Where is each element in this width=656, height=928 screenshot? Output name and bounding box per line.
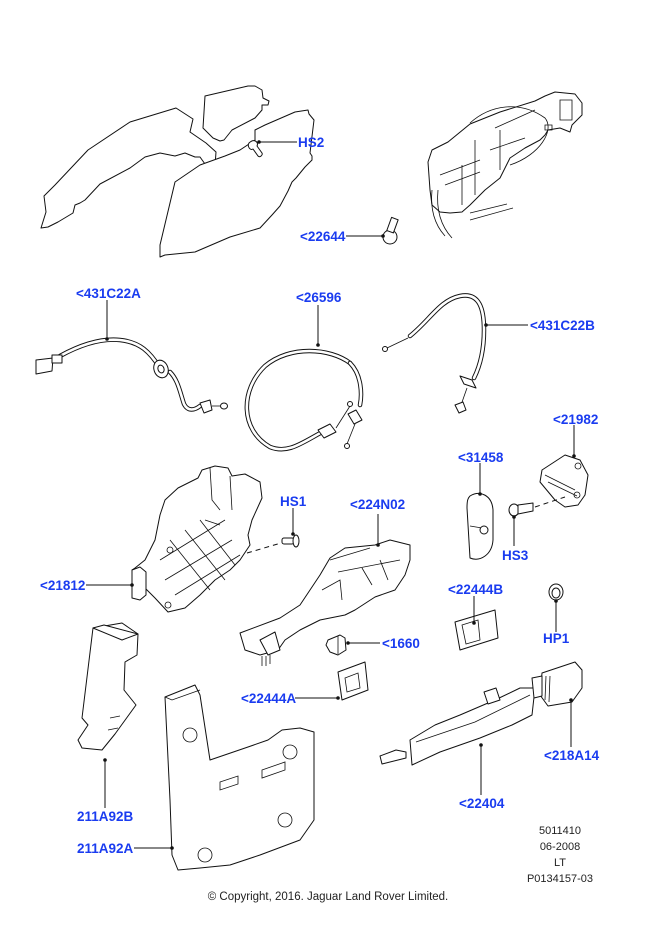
- callout-431c22b[interactable]: <431C22B: [530, 318, 595, 333]
- reference-illustration-number: 5011410: [538, 825, 581, 837]
- clip-hs2: [247, 140, 263, 158]
- callout-1660[interactable]: <1660: [382, 636, 420, 651]
- handle-carrier-224n02: [239, 539, 411, 666]
- callout-21982[interactable]: <21982: [553, 412, 599, 427]
- screw-hs1: [281, 534, 300, 548]
- cable-431c22a: [35, 337, 228, 414]
- callout-hp1[interactable]: HP1: [543, 631, 570, 646]
- bolt-22644: [382, 216, 399, 245]
- striker-21982: [539, 454, 589, 508]
- handle-cap-218a14: [531, 661, 583, 707]
- callout-22644[interactable]: <22644: [300, 229, 346, 244]
- reference-code: LT: [553, 857, 567, 869]
- copyright-notice: © Copyright, 2016. Jaguar Land Rover Lim…: [207, 891, 449, 903]
- callout-211a92b[interactable]: 211A92B: [77, 809, 134, 824]
- callout-224n02[interactable]: <224N02: [350, 497, 406, 512]
- handle-gasket-outline-large: [40, 107, 217, 229]
- latch-assembly-top: [427, 91, 583, 239]
- callout-22444b[interactable]: <22444B: [448, 582, 504, 597]
- callout-26596[interactable]: <26596: [296, 290, 342, 305]
- reference-part-id: P0134157-03: [526, 873, 594, 885]
- cable-26596: [244, 348, 364, 452]
- screw-hs3: [508, 502, 534, 517]
- callout-hs3[interactable]: HS3: [502, 548, 529, 563]
- callout-431c22a[interactable]: <431C22A: [76, 286, 141, 301]
- callout-22444a[interactable]: <22444A: [241, 691, 297, 706]
- plug-hp1: [548, 583, 564, 601]
- callout-218a14[interactable]: <218A14: [544, 748, 600, 763]
- gasket-22444b: [454, 609, 499, 651]
- cylinder-cover-31458: [466, 493, 494, 560]
- handle-gasket-outline-small: [202, 85, 270, 142]
- foam-pad-211a92a: [164, 684, 315, 871]
- reference-date: 06-2008: [539, 841, 581, 853]
- callout-22404[interactable]: <22404: [459, 796, 505, 811]
- exterior-handle-22404: [379, 687, 536, 766]
- callout-21812[interactable]: <21812: [40, 578, 86, 593]
- gasket-22444a: [337, 661, 369, 701]
- cable-431c22b: [382, 293, 487, 414]
- door-latch-21812: [131, 465, 263, 613]
- callout-31458[interactable]: <31458: [458, 450, 504, 465]
- callout-211a92a[interactable]: 211A92A: [77, 841, 134, 856]
- foam-pad-211a92b: [77, 622, 139, 751]
- handle-gasket-outline-lower: [159, 109, 315, 258]
- callout-hs2[interactable]: HS2: [298, 135, 325, 150]
- callout-hs1[interactable]: HS1: [280, 494, 307, 509]
- insert-1660: [325, 634, 347, 656]
